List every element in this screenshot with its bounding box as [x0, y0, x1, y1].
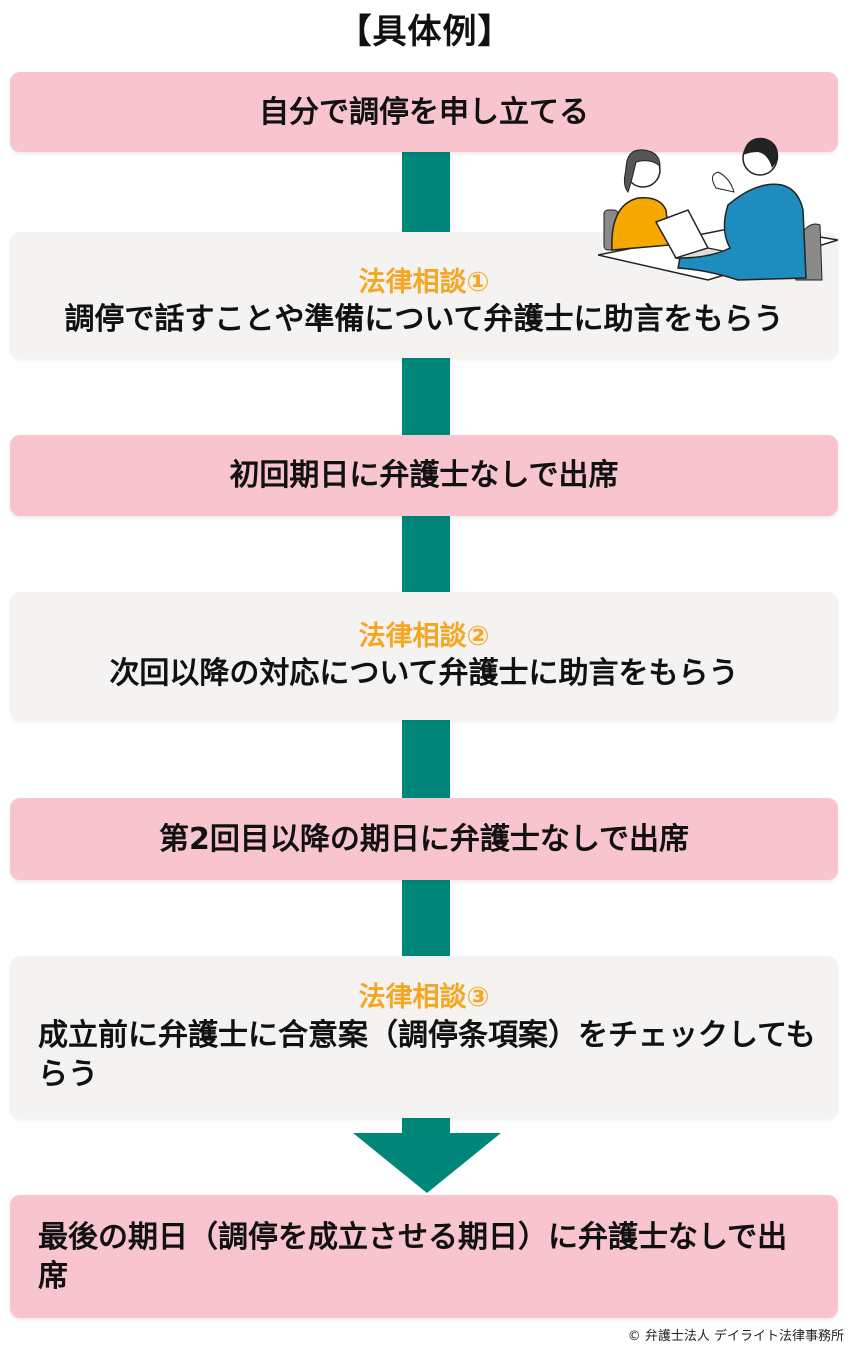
connector-line — [402, 514, 450, 594]
connector-line — [402, 1116, 450, 1136]
consultation-label: 法律相談② — [358, 620, 490, 652]
step-box-consultation-2: 法律相談② 次回以降の対応について弁護士に助言をもらう — [10, 592, 838, 720]
step-text: 初回期日に弁護士なしで出席 — [229, 458, 619, 493]
step-text: 第2回目以降の期日に弁護士なしで出席 — [159, 821, 689, 857]
copyright-notice: © 弁護士法人 デイライト法律事務所 — [627, 1329, 844, 1344]
step-text: 自分で調停を申し立てる — [259, 94, 589, 130]
step-box-first-hearing: 初回期日に弁護士なしで出席 — [10, 435, 838, 516]
step-box-second-hearing: 第2回目以降の期日に弁護士なしで出席 — [10, 798, 838, 880]
step-text: 最後の期日（調停を成立させる期日）に弁護士なしで出席 — [38, 1219, 788, 1294]
connector-line — [402, 718, 450, 800]
step-text: 調停で話すことや準備について弁護士に助言をもらう — [64, 302, 784, 338]
step-text: 次回以降の対応について弁護士に助言をもらう — [109, 656, 739, 692]
step-text: 成立前に弁護士に合意案（調停条項案）をチェックしてもらう — [38, 1017, 816, 1092]
connector-line — [402, 150, 450, 234]
page-title: 【具体例】 — [337, 12, 513, 52]
consultation-label: 法律相談③ — [358, 982, 490, 1014]
down-arrow-icon — [353, 1133, 501, 1193]
step-box-file-mediation: 自分で調停を申し立てる — [10, 72, 838, 152]
connector-line — [402, 356, 450, 437]
step-box-final-hearing: 最後の期日（調停を成立させる期日）に弁護士なしで出席 — [10, 1195, 838, 1318]
step-box-consultation-3: 法律相談③ 成立前に弁護士に合意案（調停条項案）をチェックしてもらう — [10, 956, 838, 1118]
consultation-illustration — [598, 137, 838, 281]
connector-line — [402, 878, 450, 958]
consultation-label: 法律相談① — [358, 266, 490, 298]
